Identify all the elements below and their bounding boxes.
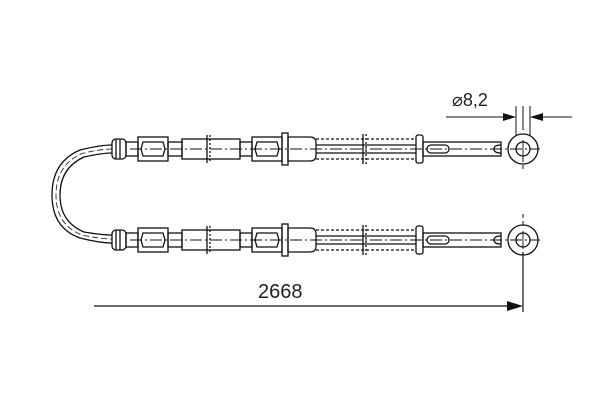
diameter-dimension xyxy=(446,106,572,136)
lower-cable-assembly xyxy=(111,223,541,257)
upper-cable-assembly xyxy=(111,132,541,166)
diameter-dimension-label: ⌀8,2 xyxy=(452,90,488,110)
length-dimension-label: 2668 xyxy=(258,281,303,303)
length-dimension xyxy=(94,301,523,311)
curved-cable-loop xyxy=(51,144,113,244)
